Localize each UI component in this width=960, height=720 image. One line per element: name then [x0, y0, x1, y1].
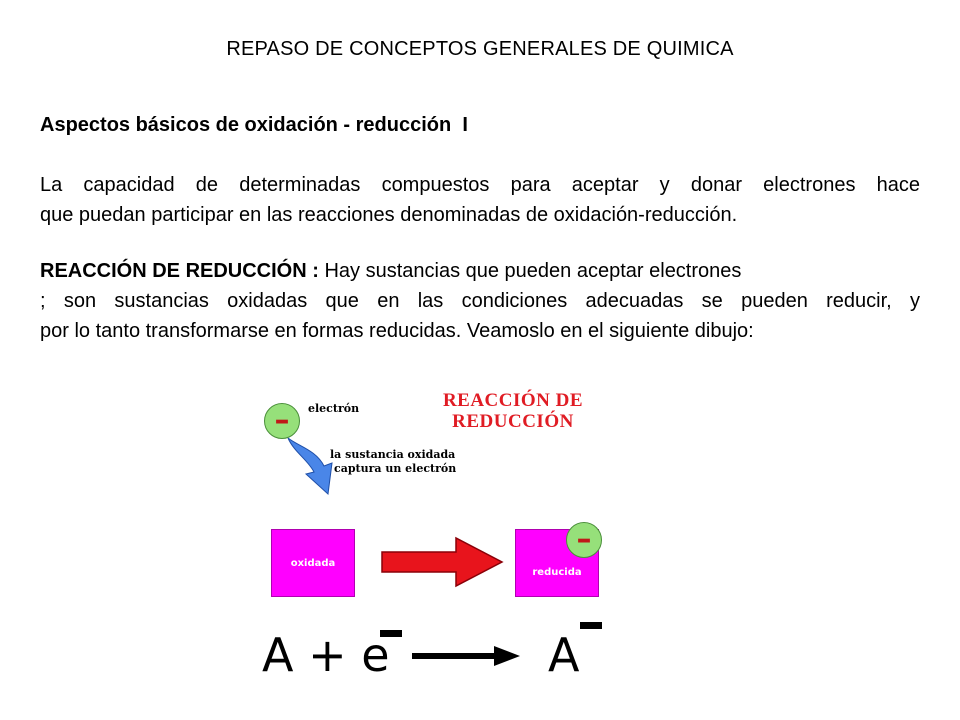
intro-line-2: que puedan participar en las reacciones … [40, 204, 738, 226]
electron-minus-sign: – [274, 403, 290, 438]
oxidized-box: oxidada [271, 529, 355, 597]
electron-icon: – [264, 403, 300, 439]
equation-lhs: A + e [262, 628, 390, 682]
diagram-title-line-1: REACCIÓN DE [442, 390, 584, 411]
diagram-title-line-2: REDUCCIÓN [452, 411, 574, 432]
capture-caption-line-2: captura un electrón [334, 462, 457, 475]
reduction-label: REACCIÓN DE REDUCCIÓN : [40, 260, 319, 282]
equation-rhs: A [548, 628, 580, 682]
curved-arrow-icon [287, 437, 333, 496]
reduction-line-1: REACCIÓN DE REDUCCIÓN : Hay sustancias q… [40, 256, 920, 286]
capture-caption-line-1: la sustancia oxidada [330, 448, 456, 461]
diagram-title: REACCIÓN DE REDUCCIÓN [418, 390, 608, 432]
reduction-line-3: por lo tanto transformarse en formas red… [40, 320, 754, 342]
equation-product-charge [580, 622, 602, 629]
reduction-line-1-text: Hay sustancias que pueden aceptar electr… [318, 260, 742, 282]
reduction-paragraph: REACCIÓN DE REDUCCIÓN : Hay sustancias q… [40, 256, 920, 346]
capture-caption: la sustancia oxidada captura un electrón [330, 448, 456, 476]
reduced-label: reducida [532, 567, 582, 578]
bound-electron-minus-sign: – [576, 522, 592, 557]
oxidized-label: oxidada [290, 557, 336, 569]
intro-line-1: La capacidad de determinadas compuestos … [40, 174, 920, 196]
section-heading: Aspectos básicos de oxidación - reducció… [40, 114, 468, 136]
slide-title: REPASO DE CONCEPTOS GENERALES DE QUIMICA [226, 38, 734, 60]
reaction-arrow-icon [381, 536, 504, 588]
bound-electron-icon: – [566, 522, 602, 558]
equation-electron-charge [380, 630, 402, 637]
intro-paragraph: La capacidad de determinadas compuestos … [40, 170, 920, 230]
equation-arrow-icon [412, 646, 520, 666]
electron-label: electrón [308, 402, 360, 415]
reduction-line-2: ; son sustancias oxidadas que en las con… [40, 290, 920, 312]
